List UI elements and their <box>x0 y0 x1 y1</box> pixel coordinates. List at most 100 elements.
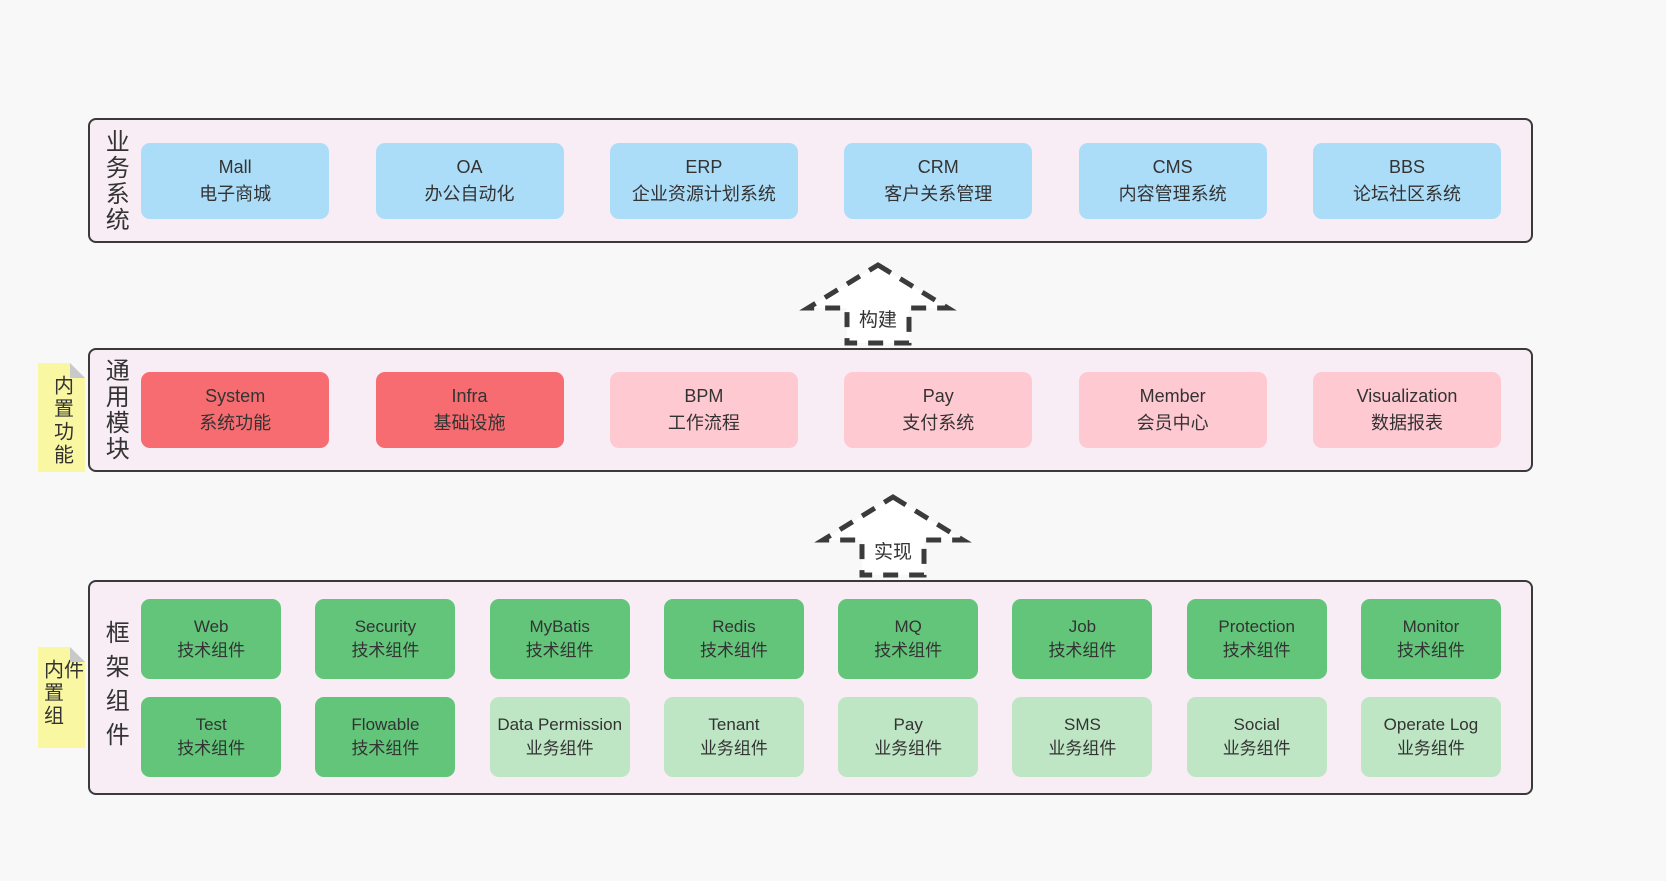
box-data-permission: Data Permission 业务组件 <box>489 696 630 777</box>
box-title: Tenant <box>708 714 760 734</box>
box-sms: SMS 业务组件 <box>1012 696 1153 777</box>
box-subtitle: 技术组件 <box>1396 640 1465 660</box>
box-member: Member 会员中心 <box>1078 372 1267 448</box>
box-title: ERP <box>685 156 723 177</box>
panel-label-business: 业务系统 <box>101 128 129 233</box>
box-title: SMS <box>1064 714 1101 734</box>
box-subtitle: 业务组件 <box>525 738 594 758</box>
box-title: Mall <box>218 156 252 177</box>
panel-business-systems: 业务系统 Mall 电子商城 OA 办公自动化 ERP 企业资源计划系统 CRM… <box>88 118 1533 243</box>
box-subtitle: 技术组件 <box>177 738 246 758</box>
box-subtitle: 技术组件 <box>351 640 420 660</box>
box-subtitle: 技术组件 <box>1222 640 1291 660</box>
box-title: Social <box>1233 714 1280 734</box>
box-subtitle: 数据报表 <box>1370 413 1443 433</box>
box-title: Member <box>1139 386 1206 406</box>
box-test: Test 技术组件 <box>141 696 282 777</box>
box-subtitle: 会员中心 <box>1136 413 1209 433</box>
box-title: Pay <box>893 714 923 734</box>
box-web: Web 技术组件 <box>141 598 282 679</box>
box-title: Security <box>354 616 417 636</box>
arrow-implement: 实现 <box>814 494 972 578</box>
box-subtitle: 技术组件 <box>1048 640 1117 660</box>
modules-box-row: System 系统功能 Infra 基础设施 BPM 工作流程 Pay 支付系统… <box>141 372 1501 448</box>
box-subtitle: 技术组件 <box>874 640 943 660</box>
box-subtitle: 技术组件 <box>351 738 420 758</box>
box-subtitle: 电子商城 <box>199 183 272 204</box>
box-subtitle: 技术组件 <box>699 640 768 660</box>
box-operate-log: Operate Log 业务组件 <box>1360 696 1501 777</box>
box-flowable: Flowable 技术组件 <box>315 696 456 777</box>
box-title: Flowable <box>351 714 420 734</box>
box-title: Infra <box>451 386 488 406</box>
box-subtitle: 业务组件 <box>1222 738 1291 758</box>
box-visualization: Visualization 数据报表 <box>1312 372 1501 448</box>
box-security: Security 技术组件 <box>315 598 456 679</box>
box-subtitle: 论坛社区系统 <box>1352 183 1461 204</box>
business-box-row: Mall 电子商城 OA 办公自动化 ERP 企业资源计划系统 CRM 客户关系… <box>141 142 1501 219</box>
box-pay-component: Pay 业务组件 <box>838 696 979 777</box>
box-subtitle: 内容管理系统 <box>1118 183 1227 204</box>
box-subtitle: 基础设施 <box>433 413 506 433</box>
box-bbs: BBS 论坛社区系统 <box>1312 142 1501 219</box>
box-subtitle: 工作流程 <box>667 413 740 433</box>
box-redis: Redis 技术组件 <box>663 598 804 679</box>
box-bpm: BPM 工作流程 <box>609 372 798 448</box>
box-title: OA <box>456 156 483 177</box>
box-subtitle: 技术组件 <box>177 640 246 660</box>
box-title: Redis <box>712 616 756 636</box>
box-social: Social 业务组件 <box>1186 696 1327 777</box>
box-title: Test <box>195 714 227 734</box>
box-title: Job <box>1068 616 1097 636</box>
box-title: Data Permission <box>497 714 623 734</box>
box-monitor: Monitor 技术组件 <box>1360 598 1501 679</box>
box-subtitle: 支付系统 <box>902 413 975 433</box>
box-subtitle: 业务组件 <box>699 738 768 758</box>
panel-common-modules: 通用模块 System 系统功能 Infra 基础设施 BPM 工作流程 Pay… <box>88 348 1533 472</box>
box-erp: ERP 企业资源计划系统 <box>609 142 798 219</box>
box-subtitle: 业务组件 <box>1048 738 1117 758</box>
box-system: System 系统功能 <box>141 372 330 448</box>
arrow-build-label: 构建 <box>854 304 902 333</box>
box-subtitle: 技术组件 <box>525 640 594 660</box>
box-protection: Protection 技术组件 <box>1186 598 1327 679</box>
box-job: Job 技术组件 <box>1012 598 1153 679</box>
box-infra: Infra 基础设施 <box>375 372 564 448</box>
panel-label-modules: 通用模块 <box>101 358 129 462</box>
box-subtitle: 客户关系管理 <box>884 183 993 204</box>
box-title: CMS <box>1152 156 1193 177</box>
box-title: BPM <box>684 386 724 406</box>
box-pay-module: Pay 支付系统 <box>844 372 1033 448</box>
box-mybatis: MyBatis 技术组件 <box>489 598 630 679</box>
box-mall: Mall 电子商城 <box>141 142 330 219</box>
box-title: Operate Log <box>1383 714 1479 734</box>
box-title: Web <box>193 616 229 636</box>
arrow-build: 构建 <box>799 262 957 346</box>
box-title: Visualization <box>1356 386 1458 406</box>
box-crm: CRM 客户关系管理 <box>844 142 1033 219</box>
box-cms: CMS 内容管理系统 <box>1078 142 1267 219</box>
box-title: Pay <box>922 386 954 406</box>
box-title: BBS <box>1388 156 1425 177</box>
components-box-row-1: Web 技术组件 Security 技术组件 MyBatis 技术组件 Redi… <box>141 598 1501 679</box>
box-title: Monitor <box>1402 616 1460 636</box>
box-title: MQ <box>894 616 922 636</box>
box-subtitle: 企业资源计划系统 <box>631 183 776 204</box>
arrow-implement-label: 实现 <box>869 536 917 565</box>
sticky-note-text: 内置组件 <box>40 659 83 728</box>
panel-label-components: 框架组件 <box>101 619 129 756</box>
box-subtitle: 业务组件 <box>1396 738 1465 758</box>
components-box-row-2: Test 技术组件 Flowable 技术组件 Data Permission … <box>141 696 1501 777</box>
components-box-grid: Web 技术组件 Security 技术组件 MyBatis 技术组件 Redi… <box>141 598 1501 777</box>
box-mq: MQ 技术组件 <box>838 598 979 679</box>
box-tenant: Tenant 业务组件 <box>663 696 804 777</box>
box-title: MyBatis <box>529 616 590 636</box>
box-subtitle: 业务组件 <box>874 738 943 758</box>
sticky-note-builtin-features: 内置功能 <box>38 363 85 472</box>
sticky-note-builtin-components: 内置组件 <box>38 647 85 748</box>
box-subtitle: 办公自动化 <box>424 183 515 204</box>
box-oa: OA 办公自动化 <box>375 142 564 219</box>
box-title: Protection <box>1218 616 1295 636</box>
box-subtitle: 系统功能 <box>199 413 272 433</box>
